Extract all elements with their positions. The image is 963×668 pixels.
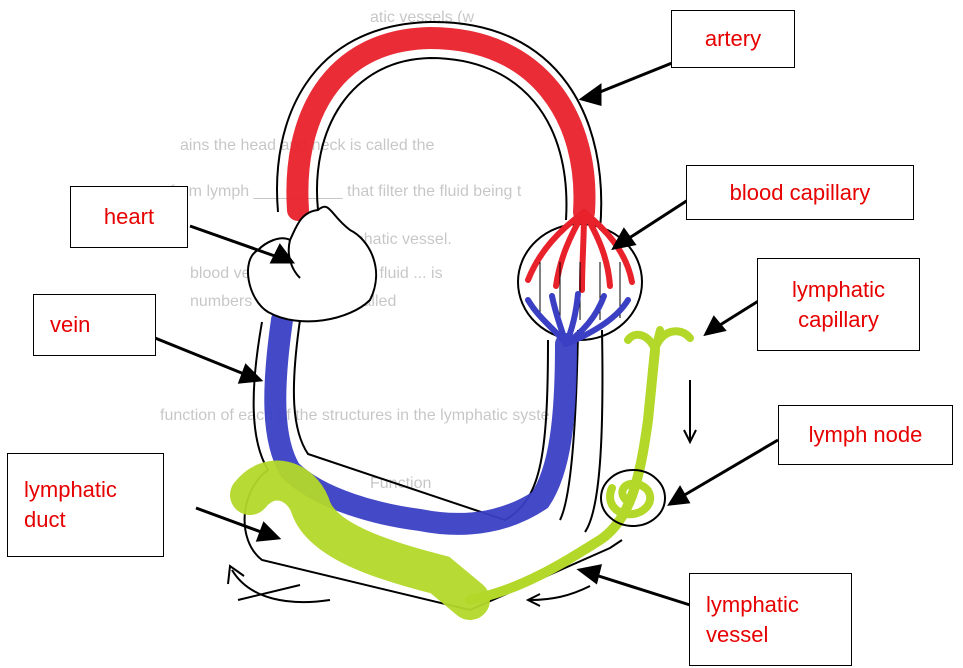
label-blood-capillary: blood capillary [686,165,914,220]
label-lymphatic-duct-line2: duct [24,505,66,535]
label-lymphatic-vessel-line2: vessel [706,620,768,650]
label-lymphatic-vessel: lymphatic vessel [689,573,852,666]
label-vein-text: vein [50,310,90,340]
label-lymph-node: lymph node [778,405,953,465]
label-lymph-node-text: lymph node [809,420,923,450]
label-artery: artery [671,10,795,68]
label-lymphatic-capillary: lymphatic capillary [757,258,920,351]
label-lymphatic-vessel-line1: lymphatic [706,590,799,620]
arrow-left-icon [530,586,590,600]
label-blood-capillary-text: blood capillary [730,178,871,208]
label-lymphatic-capillary-line1: lymphatic [792,275,885,305]
heart-shape [248,207,376,322]
label-heart: heart [70,186,188,248]
label-lymphatic-duct-line1: lymphatic [24,475,117,505]
label-lymphatic-duct: lymphatic duct [7,453,164,557]
label-lymphatic-capillary-line2: capillary [798,305,879,335]
bg-line: function of each of the structures in th… [160,407,550,424]
label-heart-text: heart [104,202,154,232]
bg-line: from lymph __________ that filter the fl… [170,183,522,200]
label-vein: vein [33,294,156,356]
label-artery-text: artery [705,24,761,54]
lymphatic-capillary-shape [628,330,690,350]
